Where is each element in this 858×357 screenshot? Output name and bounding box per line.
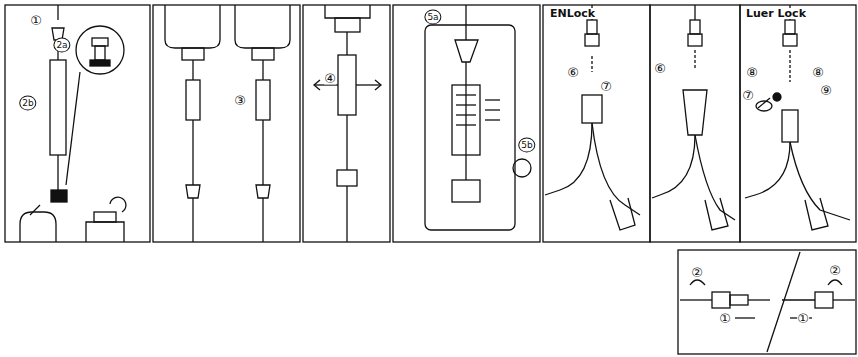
callout-number: ⑥	[567, 66, 579, 79]
callout-number: ①	[797, 312, 809, 325]
callout-number: ⑧	[812, 66, 824, 79]
callout-number: ⑦	[742, 89, 754, 102]
callout-number: ⑦	[600, 80, 612, 93]
callout-number: ③	[234, 94, 246, 107]
callout-number: ②	[829, 264, 841, 277]
callout-number: ④	[324, 72, 336, 85]
callout-number: 2b	[19, 96, 36, 111]
panel-heading: Luer Lock	[744, 8, 808, 19]
callout-number: ⑧	[746, 66, 758, 79]
callout-number: ①	[719, 312, 731, 325]
callout-number: 2a	[53, 38, 70, 53]
callout-number: ②	[691, 266, 703, 279]
callout-number: 5b	[518, 138, 535, 153]
callout-number: ①	[30, 14, 42, 27]
callout-number: ⑥	[654, 62, 666, 75]
panel-heading: ENLock	[548, 8, 597, 19]
callout-number: ⑨	[820, 84, 832, 97]
callout-number: 5a	[424, 10, 441, 25]
